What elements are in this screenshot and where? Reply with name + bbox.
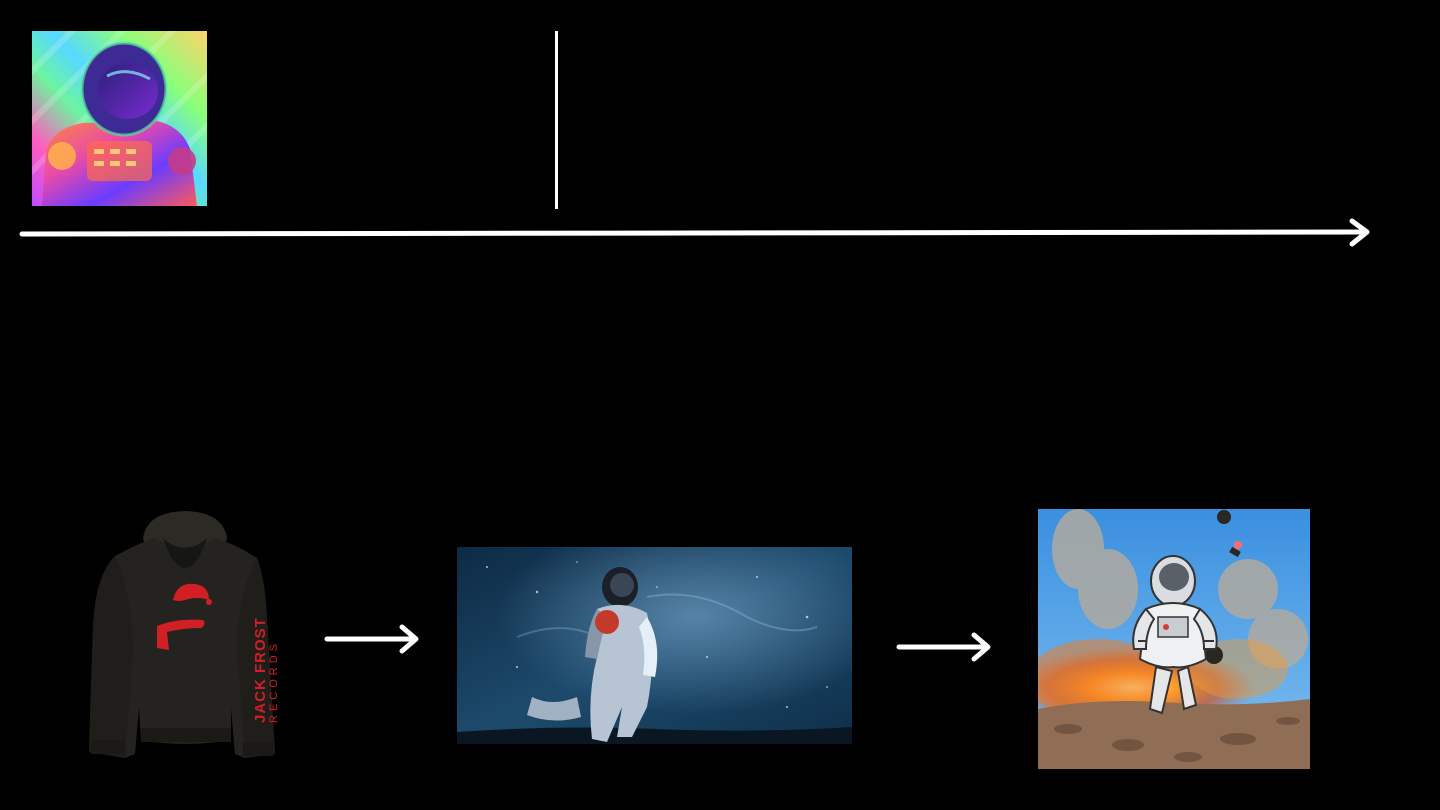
sleeve-brand-text: JACK FROST <box>252 617 269 723</box>
right-arrow-icon <box>322 622 422 658</box>
night-sky-astronaut-image <box>457 547 852 744</box>
right-arrow-icon <box>894 630 994 666</box>
hoodie-image: JACK FROST RECORDS <box>85 508 285 764</box>
sleeve-subtitle-text: RECORDS <box>268 640 280 723</box>
rainbow-astronaut-image <box>32 31 207 206</box>
long-right-arrow-icon <box>18 216 1378 252</box>
explosion-astronaut-image <box>1038 509 1310 769</box>
vertical-divider <box>555 31 558 209</box>
